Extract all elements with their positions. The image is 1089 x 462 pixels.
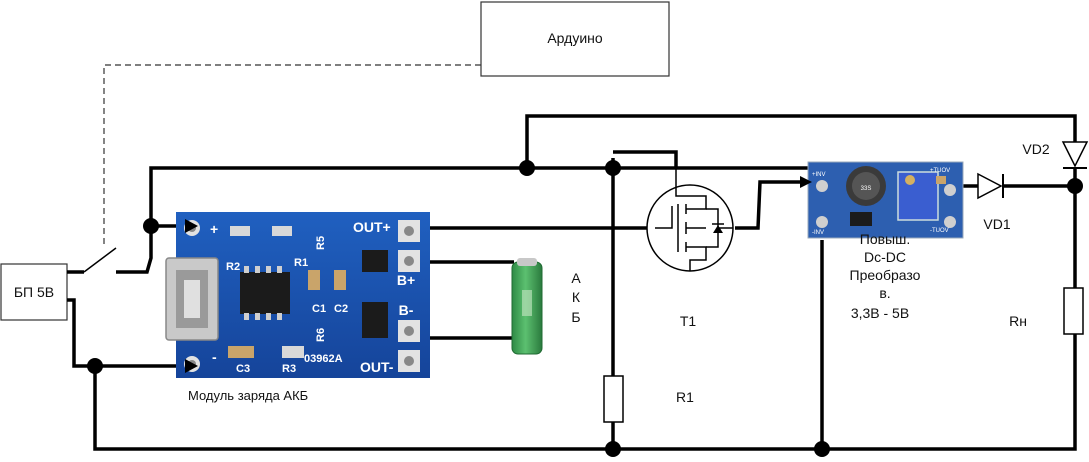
board-r6: R6 [315,328,327,342]
junction-dot [1067,178,1083,194]
junction-dot [519,160,535,176]
converter-vin-plus: +INV [812,172,826,178]
board-b-plus: B+ [397,272,415,288]
converter-label-line4: в. [879,285,890,301]
junction-dot [605,160,621,176]
board-c2: C2 [334,303,348,315]
arduino-dashed-line [103,64,481,248]
resistor-r1 [603,375,624,423]
mosfet-t1 [646,168,734,272]
arrow-icon [800,176,812,188]
board-r1: R1 [294,257,308,269]
board-c1: C1 [312,303,326,315]
converter-label-line2: Dc-DC [864,249,906,265]
resistor-r1-label: R1 [676,389,694,405]
arrow-icon [185,219,198,233]
psu-block: БП 5В [0,263,68,321]
arduino-block: Ардуино [480,1,670,77]
converter-label-line5: 3,3В - 5В [851,305,909,321]
junction-dot [814,441,830,457]
diode-vd1-label: VD1 [983,216,1010,232]
arrow-icon [185,359,198,373]
battery-label-b: Б [571,309,580,325]
board-plus: + [210,221,218,237]
mosfet-ic [362,302,388,338]
diode-vd2-label: VD2 [1022,141,1049,157]
inductor-label: 33S [861,186,872,192]
junction-dot [605,441,621,457]
load-resistor [1063,287,1084,335]
board-minus: - [212,349,217,365]
converter-vout-minus: -TUOV [930,228,949,234]
junctions [87,160,1083,457]
arrows [185,219,198,373]
transistor-label: T1 [680,313,697,329]
junction-dot [143,218,159,234]
charger-ic [240,272,290,314]
trimmer-pot [897,171,939,221]
board-code: 03962A [304,353,343,365]
battery-label-k: К [572,289,581,305]
diode-vd1 [977,172,1004,200]
battery [511,258,543,355]
board-r2: R2 [226,261,240,273]
board-b-minus: B- [399,302,414,318]
board-r5: R5 [315,236,327,250]
converter-vin-minus: -INV [812,230,824,236]
board-out-plus: OUT+ [353,219,391,235]
board-r3: R3 [282,363,296,375]
board-c3: C3 [236,363,250,375]
converter-label: Повыш. Dc-DC Преобразо в. 3,3В - 5В [850,231,921,321]
converter-label-line1: Повыш. [860,231,910,247]
charger-module-board: OUT+ B+ B- OUT- + - R2 R1 R5 R6 C1 C2 C3… [165,212,430,378]
load-label: Rн [1009,313,1027,329]
diode-vd2 [1061,141,1089,169]
battery-label-a: А [571,270,581,286]
arduino-label: Ардуино [547,30,603,46]
junction-dot [87,358,103,374]
protection-ic [362,250,388,272]
converter-label-line3: Преобразо [850,267,921,283]
psu-label: БП 5В [14,284,54,300]
board-out-minus: OUT- [360,359,394,375]
charger-module-label: Модуль заряда АКБ [188,388,308,403]
converter-vout-plus: +TUOV [930,168,950,174]
dcdc-converter-board: 33S +INV +TUOV -INV -TUOV [807,161,964,239]
